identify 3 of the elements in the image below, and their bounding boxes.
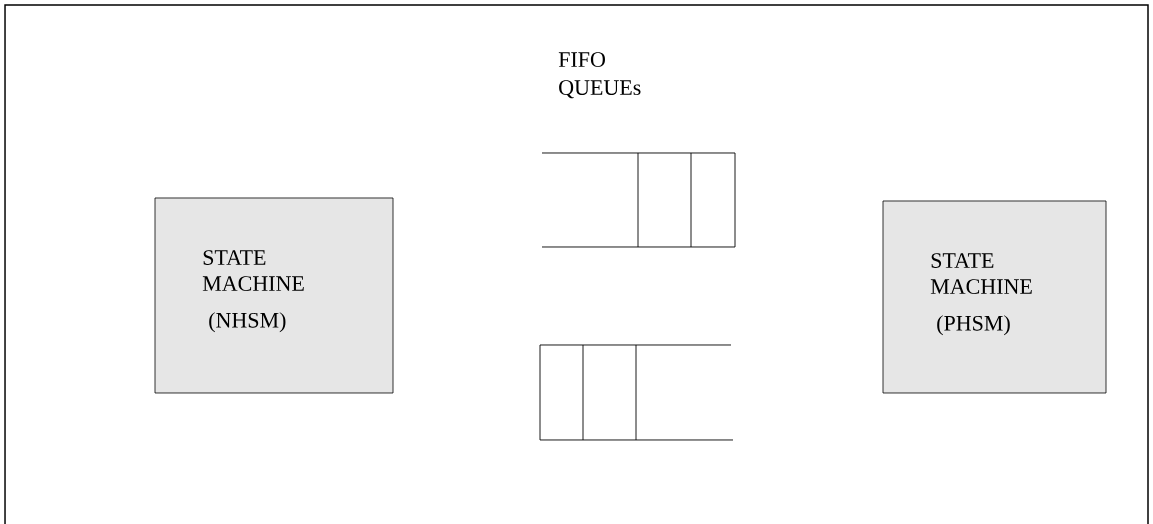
state-machine-box: STATE MACHINE (PHSM) [882,200,1107,394]
queue-caption: FIFO QUEUEs [558,52,641,99]
state-machine-box: STATE MACHINE (NHSM) [154,197,394,394]
